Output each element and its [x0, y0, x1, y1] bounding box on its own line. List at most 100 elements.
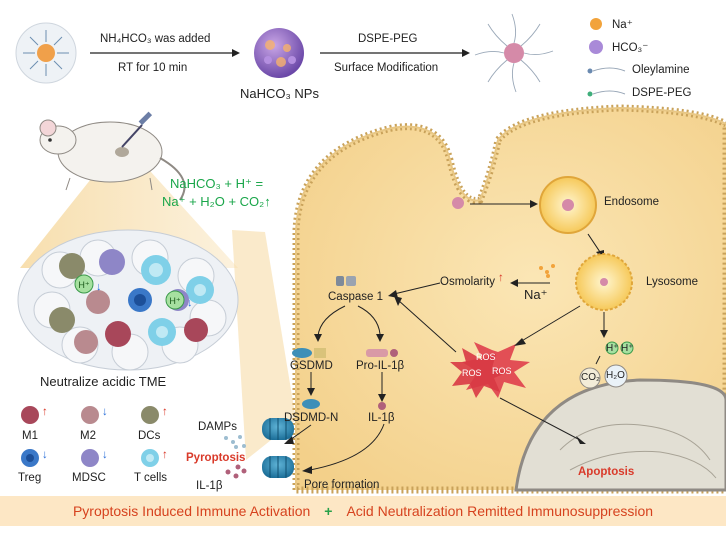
reaction-line-1: NaHCO₃ + H⁺ = [170, 176, 264, 191]
gsdmd-n-label: DSDMD-N [284, 412, 339, 424]
reaction-line-2: Na⁺ + H₂O + CO₂↑ [162, 194, 271, 209]
arrowhead [394, 296, 402, 306]
gsdmd-n-to-pore-arrow [289, 424, 312, 441]
down-arrow-icon: ↓ [187, 297, 193, 309]
legend-oleylamine: Oleylamine [632, 64, 690, 76]
na-release-arrowhead [510, 279, 518, 287]
arrowhead [376, 334, 384, 342]
synthesis-arrowhead-2 [462, 49, 470, 57]
il-out-label: IL-1β [196, 480, 223, 492]
gsdmd-n-icon [302, 399, 320, 409]
h-plus-icon [605, 341, 619, 355]
up-arrow-icon: ↑ [162, 406, 168, 418]
mouse-zoom-fan [20, 140, 238, 268]
gsdmd-pore-upper [262, 418, 294, 440]
lysosome-to-ros-arrow [519, 305, 581, 343]
nahco3-nanoparticle [254, 28, 304, 78]
legend-m1: M1 [22, 430, 38, 442]
endosome-arrow [587, 233, 601, 253]
ros-to-caspase-arrow [397, 299, 457, 353]
step2-top-label: DSPE-PEG [358, 33, 418, 45]
arrowhead [576, 436, 586, 444]
il-to-pore-arrow [309, 423, 385, 471]
dspe-peg-icon [587, 90, 626, 97]
h-plus-label-3: H⁺ [606, 343, 619, 354]
neutralization-arrow [595, 355, 601, 365]
legend-t-cells: T cells [134, 472, 168, 484]
arrowhead [378, 394, 386, 402]
na-label: Na⁺ [524, 287, 548, 302]
step1-top-label: NH₄HCO₃ was added [100, 33, 211, 45]
na-ions [539, 264, 555, 278]
step2-bottom-label: Surface Modification [334, 62, 439, 74]
gsdmd-pore-lower [262, 456, 294, 478]
h2o-bubble [604, 364, 628, 388]
synthesis-arrowhead-1 [232, 49, 240, 57]
ros-burst [450, 342, 530, 398]
pore-label: Pore formation [304, 479, 380, 491]
h-plus-label-1: H⁺ [78, 280, 89, 290]
apoptosis-label: Apoptosis [578, 466, 635, 478]
down-arrow-icon: ↓ [96, 281, 102, 293]
tumor-tissue: H⁺ H⁺ ↓ ↓ [17, 229, 239, 371]
arrowhead [314, 334, 322, 342]
hco3-ion-icon [589, 40, 603, 54]
legend-dcs: DCs [138, 430, 161, 442]
caspase-label: Caspase 1 [328, 291, 383, 303]
pro-il-label: Pro-IL-1β [356, 360, 405, 372]
ros-label-1: ROS [476, 352, 496, 362]
damps-label: DAMPs [198, 421, 237, 433]
legend-dspe-peg: DSPE-PEG [632, 87, 692, 99]
h-plus-label-2: H⁺ [169, 296, 180, 306]
il-1b-icon [378, 402, 386, 410]
h-plus-label-4: H⁺ [621, 343, 634, 354]
gsdmd-label: GSDMD [290, 360, 333, 372]
up-arrow-icon: ↑ [162, 449, 168, 461]
up-arrow-icon: ↑ [498, 272, 504, 284]
ros-label-2: ROS [462, 368, 482, 378]
oleylamine-icon [587, 67, 626, 74]
h-plus-icon [620, 341, 634, 355]
arrowhead [307, 388, 315, 396]
h2o-label: H₂O [606, 370, 625, 381]
il-1b-particles [225, 464, 247, 479]
lysosome-label: Lysosome [646, 276, 698, 288]
caspase-to-gsdmd-arrow [317, 305, 346, 337]
cell-zoom-fan [232, 230, 296, 460]
down-arrow-icon: ↓ [102, 406, 108, 418]
tme-caption: Neutralize acidic TME [40, 374, 167, 389]
caspase-icon [346, 276, 356, 286]
nucleus [514, 378, 726, 492]
cells-legend-icons [21, 406, 159, 467]
ros-to-apoptosis-arrow [499, 397, 581, 441]
caspase-icon [336, 276, 344, 286]
endocytosed-nanoparticle [452, 197, 464, 209]
micelle-precursor [15, 22, 77, 84]
banner-plus: + [324, 503, 333, 519]
legend-mdsc: MDSC [72, 472, 106, 484]
banner-right-text: Acid Neutralization Remitted Immunosuppr… [346, 503, 654, 519]
legend-na: Na⁺ [612, 19, 633, 31]
mouse-illustration [39, 111, 186, 201]
osmolarity-arrowhead [388, 290, 398, 298]
osmolarity-arrow [393, 282, 441, 295]
arrowhead [284, 436, 294, 444]
banner-left-text: Pyroptosis Induced Immune Activation [72, 503, 311, 519]
dspe-peg-nanoparticle [474, 13, 554, 93]
arrowhead [514, 338, 526, 346]
pro-il-1b-icon [366, 349, 398, 357]
osmolarity-label: Osmolarity [440, 276, 495, 288]
lysosome [575, 253, 633, 311]
legend-hco3: HCO₃⁻ [612, 42, 649, 54]
down-arrow-icon: ↓ [42, 449, 48, 461]
arrowhead [302, 466, 312, 474]
np-label: NaHCO₃ NPs [240, 86, 319, 101]
legend-m2: M2 [80, 430, 96, 442]
ros-label-3: ROS [492, 366, 512, 376]
summary-banner: Pyroptosis Induced Immune Activation + A… [0, 496, 726, 526]
legend-treg: Treg [18, 472, 42, 484]
co2-bubble [579, 367, 601, 389]
endocytosis-arrowhead [530, 200, 538, 208]
